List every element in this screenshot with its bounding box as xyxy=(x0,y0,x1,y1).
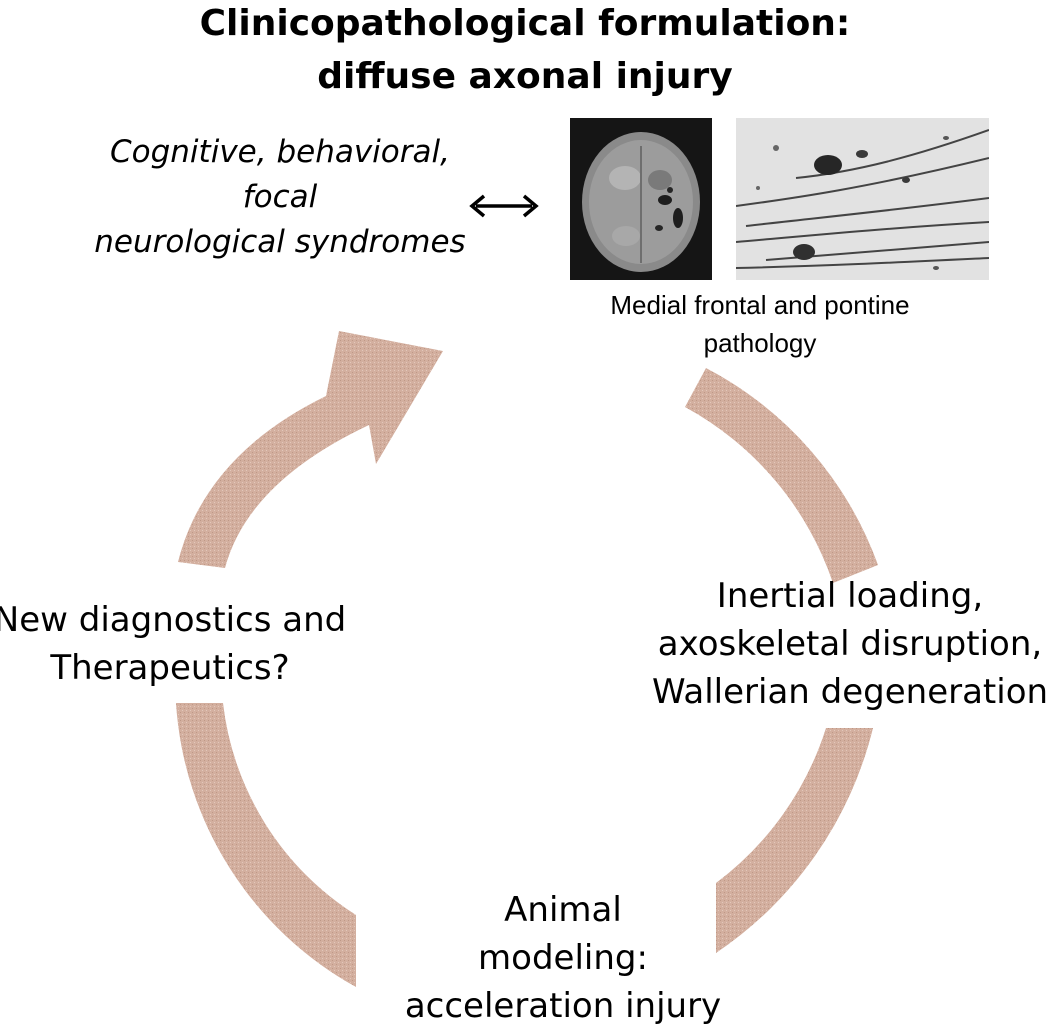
cycle-arrow-upper-left xyxy=(178,331,443,568)
pathology-caption: Medial frontal and pontine pathology xyxy=(565,286,955,362)
clinical-line: focal xyxy=(242,179,318,215)
histology-image xyxy=(735,118,990,280)
cycle-arc-right xyxy=(685,368,878,583)
animal-model-label: Animal modeling: acceleration injury xyxy=(398,886,728,1030)
cycle-arc-lower-left xyxy=(176,703,356,987)
future-directions-label: New diagnostics and Therapeutics? xyxy=(0,596,370,692)
cycle-arc-lower-right xyxy=(716,728,873,953)
clinical-syndromes-text: Cognitive, behavioral, focal neurologica… xyxy=(60,130,500,265)
caption-line: pathology xyxy=(703,328,817,358)
future-line: New diagnostics and xyxy=(0,600,347,640)
mechanism-line: axoskeletal disruption, xyxy=(657,624,1043,664)
model-line: modeling: xyxy=(478,938,648,978)
clinical-line: Cognitive, behavioral, xyxy=(110,134,450,170)
model-line: acceleration injury xyxy=(404,986,722,1026)
clinical-line: neurological syndromes xyxy=(94,224,466,260)
double-headed-arrow-icon xyxy=(469,194,539,218)
page-subtitle: diffuse axonal injury xyxy=(317,56,733,97)
mechanism-line: Inertial loading, xyxy=(716,576,984,616)
mri-scan-image xyxy=(570,118,712,280)
future-line: Therapeutics? xyxy=(50,648,290,688)
model-line: Animal xyxy=(504,890,622,930)
page-title: Clinicopathological formulation: xyxy=(199,3,851,44)
mechanism-line: Wallerian degeneration xyxy=(651,672,1049,712)
mechanism-label: Inertial loading, axoskeletal disruption… xyxy=(640,572,1050,716)
caption-line: Medial frontal and pontine xyxy=(610,290,910,320)
